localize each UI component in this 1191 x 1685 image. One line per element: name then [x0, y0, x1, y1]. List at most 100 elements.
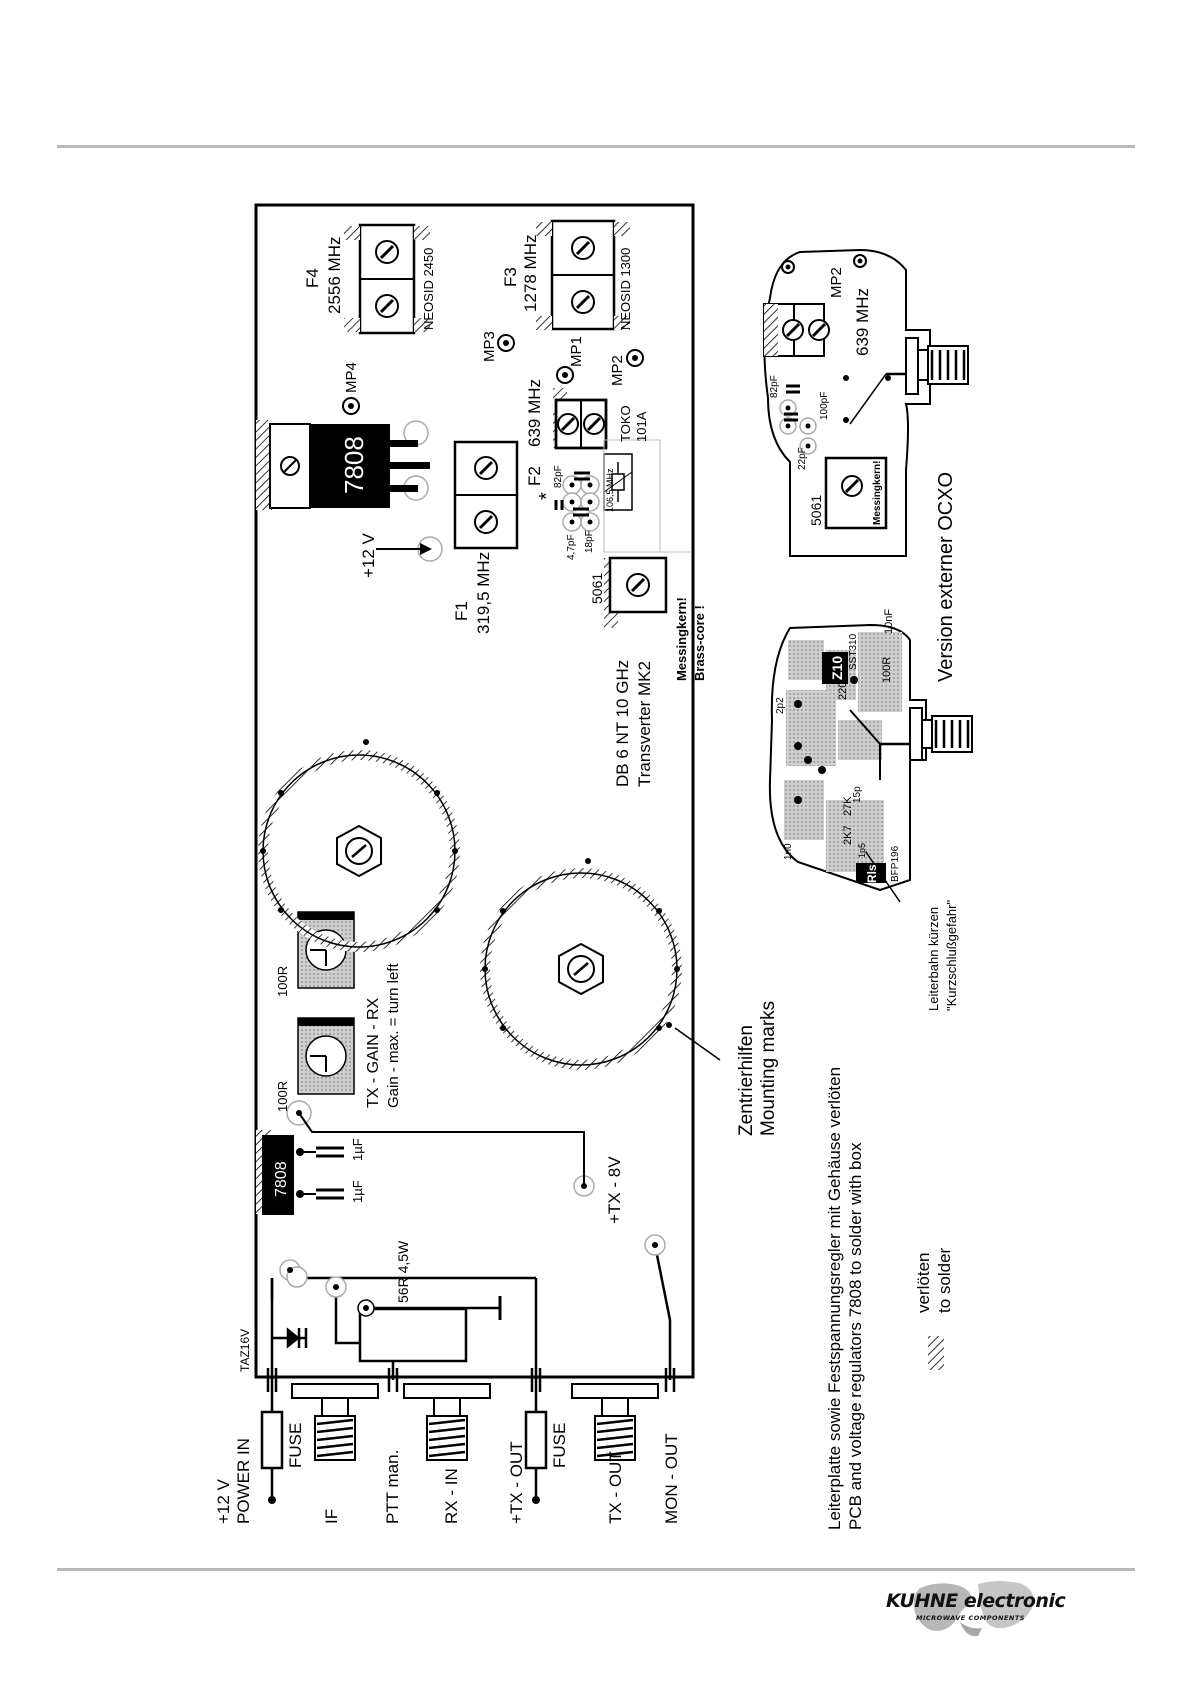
- legend-english: to solder: [935, 1247, 954, 1313]
- dr-freq: 639 MHz: [853, 288, 872, 356]
- label-trim-2: 100R: [275, 966, 290, 997]
- sma-connector-rx-in: [403, 1383, 491, 1461]
- power-wiring: [260, 1244, 672, 1500]
- label-f3-freq: 1278 MHz: [521, 235, 540, 312]
- mounting-mark-pointer: [674, 1027, 721, 1061]
- dl-220r: 220R: [837, 674, 849, 700]
- label-f4-type: NEOSID 2450: [421, 248, 436, 330]
- power-in-terminal: [268, 1496, 276, 1504]
- label-toko-1: TOKO: [618, 405, 633, 442]
- brand-tagline: MICROWAVE COMPONENTS: [916, 1614, 1025, 1622]
- label-cap-1: 1µF: [350, 1138, 365, 1161]
- label-trim-1: 100R: [275, 1081, 290, 1112]
- dr-mp2: MP2: [828, 267, 845, 298]
- dl-1p5: 1p5: [857, 843, 867, 858]
- label-f4-freq: 2556 MHz: [325, 237, 344, 314]
- detail-right-pcb: [763, 248, 969, 557]
- filter-f2: [553, 388, 608, 450]
- filter-f1: [453, 440, 519, 550]
- dr-version: Version externer OCXO: [935, 472, 957, 682]
- label-f3-name: F3: [501, 267, 520, 287]
- label-plus-12v: +12 V: [359, 532, 378, 578]
- label-messing-2: Brass-core !: [692, 605, 707, 681]
- solder-legend-swatch: [928, 1336, 944, 1370]
- dl-2p2: 2p2: [775, 697, 786, 714]
- dl-2k7: 2K7: [842, 825, 854, 845]
- regulator-small: [262, 1135, 294, 1215]
- dl-rls: Rls: [865, 864, 879, 883]
- label-c-47pf: 4,7pF: [566, 534, 577, 560]
- label-resistor-56r: 56R 4,5W: [395, 1240, 411, 1303]
- resistor-56r: [357, 1296, 502, 1363]
- label-mp4: MP4: [343, 362, 360, 393]
- label-crystal: 106,5 MHz: [605, 468, 615, 512]
- mounting-circle-upper: [258, 739, 460, 952]
- note-english: PCB and voltage regulators 7808 to solde…: [846, 1142, 865, 1530]
- label-toko-2: 101A: [634, 411, 649, 442]
- label-cap-2: 1µF: [350, 1180, 365, 1203]
- crystal-area: [554, 439, 690, 553]
- label-power-in-1: +12 V: [214, 1478, 233, 1524]
- label-tx-out: TX - OUT: [606, 1451, 625, 1524]
- footer-rule: [57, 1568, 1135, 1571]
- kuhne-logo: KUHNE electronic MICROWAVE COMPONENTS: [880, 1578, 1080, 1640]
- label-mp3: MP3: [481, 331, 498, 362]
- label-ptt: PTT man.: [383, 1450, 402, 1524]
- dl-15p: 15p: [852, 786, 863, 803]
- feedthrough-caps: [266, 1368, 676, 1392]
- trimmer-100r-1: [297, 1017, 355, 1095]
- label-fuse-1: FUSE: [286, 1423, 305, 1468]
- label-gain-2: Gain - max. = turn left: [385, 963, 402, 1108]
- label-gain-1: TX - GAIN - RX: [365, 997, 382, 1108]
- label-mp1: MP1: [568, 336, 585, 367]
- label-title-2: Transverter MK2: [635, 661, 654, 787]
- dl-10nf: 10nF: [883, 609, 895, 634]
- legend-german: verlöten: [914, 1253, 933, 1313]
- label-fuse-2: FUSE: [550, 1423, 569, 1468]
- label-star: *: [536, 492, 558, 500]
- capacitors-1uf: [300, 1146, 344, 1200]
- label-mp2: MP2: [609, 355, 626, 386]
- dr-22pf: 22pF: [797, 447, 808, 470]
- label-f1-name: F1: [452, 601, 471, 621]
- label-reg-small: 7808: [273, 1161, 290, 1197]
- detail-left-pcb: [768, 623, 973, 903]
- label-rx-in: RX - IN: [442, 1468, 461, 1524]
- filter-f3: [536, 219, 630, 331]
- header-rule: [57, 145, 1135, 148]
- label-reg-big: 7808: [339, 436, 369, 494]
- dl-27k: 27K: [842, 796, 854, 816]
- label-f4-name: F4: [303, 268, 322, 288]
- label-mon-out: MON - OUT: [662, 1433, 681, 1524]
- regulator-big-hatch: [256, 420, 272, 510]
- label-c-82pf: 82pF: [553, 465, 564, 488]
- label-tx-8v: +TX - 8V: [605, 1156, 624, 1224]
- label-messing-1: Messingkern!: [674, 597, 689, 681]
- label-coil-5061: 5061: [589, 573, 605, 604]
- note-german: Leiterplatte sowie Festspannungsregler m…: [825, 1067, 844, 1530]
- dl-sst: SST310: [848, 633, 859, 670]
- dr-82pf: 82pF: [769, 375, 780, 398]
- dr-coil: 5061: [808, 495, 824, 526]
- label-if: IF: [322, 1509, 341, 1524]
- label-taz: TAZ16V: [238, 1329, 252, 1372]
- tx-out-terminal: [532, 1496, 540, 1504]
- label-f1-freq: 319,5 MHz: [474, 552, 493, 634]
- regulator-big: [269, 423, 430, 509]
- dr-100pf: 100pF: [819, 392, 830, 420]
- globe-icon: [913, 1581, 1034, 1637]
- label-mounting-1: Zentrierhilfen: [736, 1025, 757, 1136]
- dl-100r: 100R: [881, 657, 893, 683]
- label-title-1: DB 6 NT 10 GHz: [613, 660, 632, 787]
- taz-diode: [272, 1327, 308, 1349]
- sma-connector-tx-out: [571, 1383, 659, 1461]
- sma-connector-if: [291, 1383, 379, 1461]
- label-power-in-2: POWER IN: [234, 1438, 253, 1524]
- dl-cut-1: Leiterbahn kürzen: [926, 907, 941, 1011]
- label-f3-type: NEOSID 1300: [618, 248, 633, 330]
- dl-bfp: BFP196: [890, 845, 901, 882]
- label-f2-freq: 639 MHz: [525, 379, 544, 447]
- filter-f4: [344, 223, 430, 335]
- label-f2-name: F2: [525, 466, 544, 486]
